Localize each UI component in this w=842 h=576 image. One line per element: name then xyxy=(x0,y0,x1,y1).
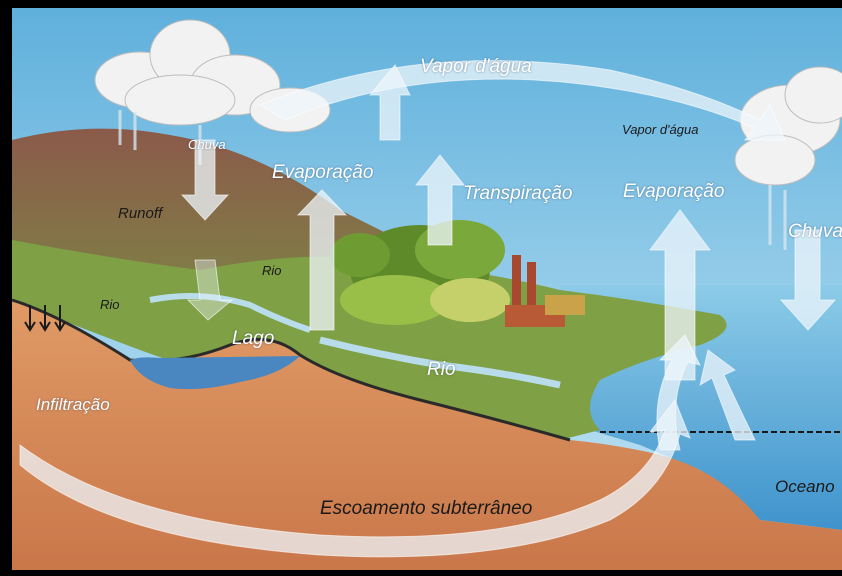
ocean-loop-arrow-right xyxy=(699,349,756,441)
cloud-left xyxy=(94,19,331,133)
cloud-right xyxy=(734,66,842,186)
label-escoamento: Escoamento subterrâneo xyxy=(320,498,533,519)
rain-right xyxy=(768,185,787,250)
label-vapor-top: Vapor d'água xyxy=(420,56,532,77)
forest xyxy=(330,220,510,325)
evaporation-arrow-left-top xyxy=(368,64,411,141)
label-evaporacao-right: Evaporação xyxy=(623,181,725,202)
label-rio-left: Rio xyxy=(100,297,120,312)
label-runoff: Runoff xyxy=(118,205,163,222)
infiltration-arrows xyxy=(24,305,66,332)
label-oceano: Oceano xyxy=(775,477,835,496)
land-green xyxy=(12,240,727,440)
river-center xyxy=(319,336,561,389)
label-rio-center: Rio xyxy=(427,359,456,380)
groundwater-flow-arrow xyxy=(19,399,691,558)
label-chuva-left: Chuva xyxy=(188,137,226,152)
label-vapor-right: Vapor d'água xyxy=(622,122,699,137)
evaporation-arrow-lake xyxy=(296,189,348,331)
rain-arrow-left xyxy=(180,139,230,221)
transpiration-arrow xyxy=(414,154,466,246)
rain-arrow-right xyxy=(779,229,837,331)
ground-line xyxy=(11,298,571,442)
lake xyxy=(130,356,300,390)
label-chuva-right: Chuva xyxy=(788,221,842,242)
river-left xyxy=(149,293,311,333)
label-infiltracao: Infiltração xyxy=(36,395,110,414)
label-rio-upper: Rio xyxy=(262,263,282,278)
label-transpiracao: Transpiração xyxy=(463,183,573,204)
cycle-arrows xyxy=(19,60,837,558)
factory xyxy=(505,255,585,327)
label-evaporacao-left: Evaporação xyxy=(272,162,374,183)
runoff-arrow xyxy=(186,259,234,321)
label-lago: Lago xyxy=(232,328,275,349)
